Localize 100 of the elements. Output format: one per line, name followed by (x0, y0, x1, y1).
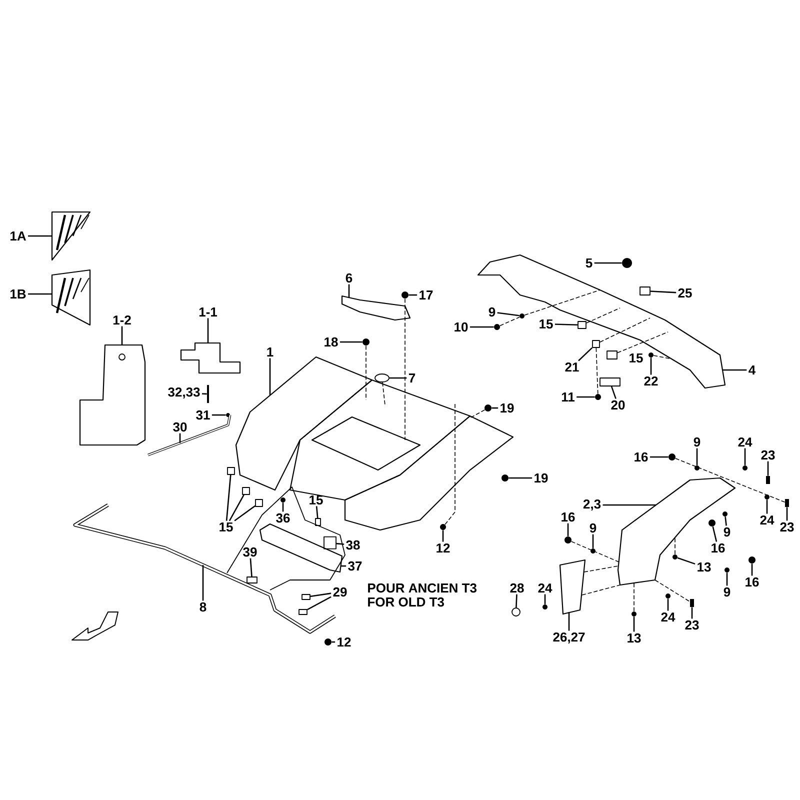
fastener-icon (226, 413, 230, 417)
callout-number: 1-2 (113, 315, 131, 325)
callout-number: 9 (488, 307, 496, 317)
note-text: POUR ANCIEN T3 (368, 583, 476, 593)
rear-fender-drawing (477, 254, 726, 389)
fastener-icon (622, 258, 632, 268)
leader-line (592, 534, 594, 548)
callout-number: 6 (346, 273, 352, 283)
callout-number: 28 (510, 583, 524, 593)
leader-line (202, 565, 204, 601)
callout-number: 25 (678, 288, 692, 298)
assembly-line (617, 332, 668, 354)
leader-line (744, 448, 746, 466)
callout-number: 19 (534, 473, 548, 483)
leader-line (226, 474, 232, 521)
assembly-line (470, 409, 486, 418)
clip-icon (600, 378, 620, 386)
fastener-icon (708, 520, 716, 526)
assembly-line (675, 458, 786, 503)
leader-line (567, 523, 569, 536)
callout-number: 24 (538, 583, 552, 593)
fastener-icon (512, 608, 520, 616)
leader-line (650, 358, 652, 375)
clip-icon (606, 350, 618, 360)
callout-number: 1 (267, 348, 274, 356)
leader-line (712, 526, 718, 542)
triangle-drawing (51, 269, 91, 326)
clip-icon (785, 499, 789, 507)
fastener-icon (668, 454, 676, 460)
leader-line (554, 324, 578, 326)
assembly-line (382, 382, 386, 406)
side-bracket-drawing (617, 477, 736, 586)
callout-number: 1A (10, 232, 26, 240)
triangle-drawing (51, 211, 91, 261)
callout-number: 13 (698, 562, 711, 572)
fastener-icon (590, 548, 596, 554)
fastener-icon (742, 466, 748, 470)
assembly-line (571, 541, 620, 562)
fastener-icon (520, 314, 524, 318)
callout-number: 24 (760, 515, 774, 525)
callout-number: 10 (454, 322, 468, 332)
fastener-icon (595, 394, 601, 400)
assembly-line (600, 318, 650, 342)
leader-line (650, 290, 676, 294)
callout-number: 15 (630, 353, 643, 363)
leader-line (348, 284, 350, 298)
leader-line (723, 369, 747, 371)
plate-drawing (559, 559, 586, 615)
fastener-icon (764, 494, 770, 500)
leader-line (492, 407, 498, 409)
callout-number: 18 (324, 337, 338, 347)
callout-number: 23 (761, 450, 775, 460)
assembly-line (582, 584, 620, 596)
fender-drawing (235, 356, 514, 531)
leader-line (786, 507, 788, 521)
leader-line (516, 594, 518, 608)
callout-number: 4 (748, 366, 756, 374)
assembly-line (596, 348, 598, 394)
note-text: FOR OLD T3 (368, 597, 444, 607)
leader-line (751, 564, 753, 576)
leader-line (212, 414, 226, 416)
leader-line (121, 326, 123, 345)
callout-number: 26,27 (553, 632, 585, 644)
fastener-icon (324, 638, 332, 646)
leader-line (544, 594, 546, 604)
leader-line (341, 565, 346, 567)
leader-line (269, 358, 271, 395)
bracket-drawing (180, 342, 241, 374)
callout-number: 20 (611, 400, 625, 410)
fastener-icon (724, 568, 730, 572)
callout-number: 11 (562, 392, 575, 402)
callout-number: 15 (540, 319, 553, 329)
leader-line (408, 294, 418, 296)
fastener-icon (722, 512, 728, 516)
leader-line (389, 377, 407, 379)
callout-number: 16 (712, 543, 725, 553)
leader-line (316, 506, 318, 518)
fastener-icon (632, 612, 636, 616)
assembly-line (653, 355, 672, 360)
callout-number: 38 (346, 540, 360, 550)
callout-number: 16 (634, 452, 648, 462)
fastener-icon (694, 466, 700, 470)
callout-number: 13 (628, 633, 641, 643)
leader-line (332, 641, 336, 643)
leader-line (667, 598, 669, 611)
leader-line (307, 596, 332, 610)
fastener-icon (402, 292, 408, 298)
fastener-icon (648, 352, 654, 358)
callout-number: 12 (338, 637, 351, 647)
panel-drawing (79, 344, 146, 446)
fastener-icon (748, 556, 756, 564)
fastener-icon (672, 554, 678, 560)
fastener-icon (666, 594, 670, 598)
leader-line (340, 341, 362, 343)
leader-line (633, 616, 635, 632)
assembly-line (586, 308, 620, 324)
callout-number: 22 (644, 376, 658, 386)
assembly-line (674, 538, 676, 555)
leader-line (28, 293, 52, 295)
leader-line (578, 347, 592, 362)
